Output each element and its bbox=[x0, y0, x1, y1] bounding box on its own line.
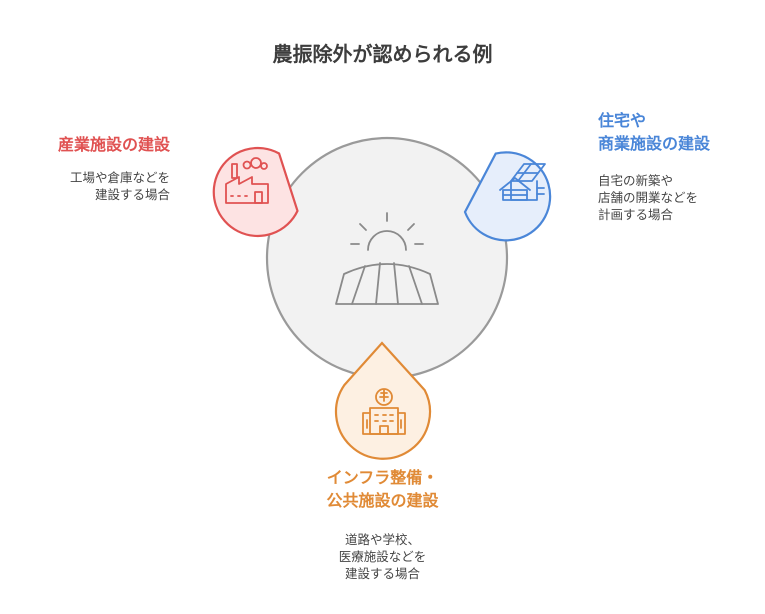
center-circle bbox=[265, 136, 509, 380]
infrastructure-heading: インフラ整備・ 公共施設の建設 bbox=[0, 466, 765, 512]
factory-icon bbox=[225, 157, 269, 204]
residential-description: 自宅の新築や 店舗の開業などを 計画する場合 bbox=[598, 172, 698, 223]
residential-heading-line: 住宅や bbox=[598, 111, 647, 130]
residential-heading: 住宅や 商業施設の建設 bbox=[598, 109, 710, 155]
infrastructure-heading-line: 公共施設の建設 bbox=[326, 491, 439, 510]
industrial-heading-line: 産業施設の建設 bbox=[57, 135, 170, 154]
residential-desc-line: 計画する場合 bbox=[598, 207, 674, 222]
farmland-sunrise-icon bbox=[335, 212, 439, 305]
infrastructure-description: 道路や学校、 医療施設などを 建設する場合 bbox=[0, 531, 765, 582]
residential-teardrop bbox=[463, 151, 552, 242]
residential-desc-line: 店舗の開業などを bbox=[598, 190, 699, 205]
industrial-desc-line: 建設する場合 bbox=[94, 187, 170, 202]
infrastructure-desc-line: 道路や学校、 bbox=[344, 532, 420, 547]
residential-desc-line: 自宅の新築や bbox=[598, 173, 674, 188]
industrial-description: 工場や倉庫などを 建設する場合 bbox=[70, 169, 170, 203]
house-solar-icon bbox=[499, 163, 546, 201]
residential-heading-line: 商業施設の建設 bbox=[598, 134, 711, 153]
infrastructure-desc-line: 建設する場合 bbox=[344, 566, 420, 581]
infrastructure-desc-line: 医療施設などを bbox=[338, 549, 427, 564]
industrial-desc-line: 工場や倉庫などを bbox=[69, 170, 170, 185]
diagram-title: 農振除外が認められる例 bbox=[272, 42, 493, 66]
industrial-heading: 産業施設の建設 bbox=[58, 133, 170, 156]
infrastructure-teardrop bbox=[334, 341, 432, 460]
hospital-icon bbox=[362, 388, 406, 435]
infrastructure-heading-line: インフラ整備・ bbox=[326, 468, 439, 487]
